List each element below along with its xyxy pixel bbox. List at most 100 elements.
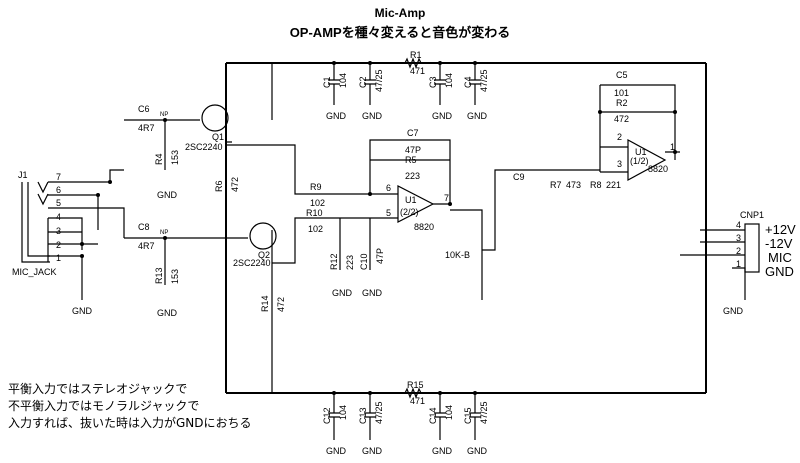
gnd-label: GND — [362, 288, 383, 298]
gnd-label: GND — [467, 111, 488, 121]
c8-ref: C8 — [138, 222, 150, 232]
jack-pin: 3 — [56, 226, 61, 236]
gnd-label: GND — [332, 288, 353, 298]
c12-ref: C12 — [322, 407, 332, 424]
c4-value: 47/25 — [479, 69, 489, 92]
c7-ref: C7 — [407, 128, 419, 138]
pin-label: 5 — [386, 208, 391, 218]
gnd-label: GND — [157, 190, 178, 200]
r13-value: 153 — [170, 269, 180, 284]
connector-pin: 1 — [736, 259, 741, 269]
r4-value: 153 — [170, 150, 180, 165]
gnd-label: GND — [723, 306, 744, 316]
r4-ref: R4 — [154, 153, 164, 165]
c1-value: 104 — [338, 73, 348, 88]
c3-value: 104 — [444, 73, 454, 88]
pin-label: 6 — [386, 183, 391, 193]
c15-ref: C15 — [463, 407, 473, 424]
pot-value: 10K-B — [445, 250, 470, 260]
top-supply-filter: R1 471 C1 104 C2 47/25 C3 104 C4 47/25 G… — [322, 50, 489, 121]
r6-value: 472 — [230, 177, 240, 192]
jack-pin: 7 — [56, 172, 61, 182]
connector-pin: 2 — [736, 246, 741, 256]
c7-value: 47P — [405, 145, 421, 155]
gnd-label: GND — [326, 446, 347, 456]
r8-ref: R8 — [590, 180, 602, 190]
cnp1-ref: CNP1 — [740, 210, 764, 220]
r2-ref: R2 — [616, 98, 628, 108]
c13-value: 47/25 — [374, 401, 384, 424]
jack-pin: 1 — [56, 253, 61, 263]
q1-part: 2SC2240 — [185, 142, 223, 152]
input-stage: C6 4R7 NP C8 4R7 NP R4 153 R13 153 GND G… — [124, 104, 330, 318]
c14-ref: C14 — [428, 407, 438, 424]
minus-12v-label: -12V — [765, 236, 793, 251]
u1b-part: 8820 — [414, 222, 434, 232]
pin-label: 1 — [670, 142, 675, 152]
mic-jack: J1 7 6 5 4 3 2 1 MIC_JACK GND — [12, 169, 125, 316]
r12-ref: R12 — [329, 253, 339, 270]
jack-pin: 5 — [56, 198, 61, 208]
gnd-label: GND — [326, 111, 347, 121]
r9-ref: R9 — [310, 182, 322, 192]
r5-ref: R5 — [405, 155, 417, 165]
q1-ref: Q1 — [212, 132, 224, 142]
u1b-unit: (2/2) — [400, 207, 419, 217]
r10-ref: R10 — [306, 208, 323, 218]
r13-ref: R13 — [154, 267, 164, 284]
q2-ref: Q2 — [258, 250, 270, 260]
gnd-label: GND — [432, 111, 453, 121]
note-line-2: 不平衡入力ではモノラルジャックで — [8, 399, 200, 413]
c5-ref: C5 — [616, 70, 628, 80]
opamp-stage-2: C5 101 R2 472 2 3 1 U1 (1/2) 8820 C9 R7 … — [513, 70, 680, 190]
r10-value: 102 — [308, 224, 323, 234]
c5-value: 101 — [614, 88, 629, 98]
note-line-1: 平衡入力ではステレオジャックで — [8, 382, 188, 396]
r8-value: 221 — [606, 180, 621, 190]
schematic-subtitle: OP-AMPを種々変えると音色が変わる — [289, 25, 511, 40]
bottom-supply-filter: R15 471 C12 104 C13 47/25 C14 104 C15 47… — [322, 380, 489, 456]
connector-pin: 3 — [736, 233, 741, 243]
r1-symbol — [404, 57, 422, 69]
pin-label: 2 — [617, 132, 622, 142]
r12-value: 223 — [345, 255, 355, 270]
power-connector: CNP1 4 3 2 1 +12V -12V MIC GND GND — [680, 210, 796, 316]
jack-name: MIC_JACK — [12, 267, 57, 277]
pin-label: 3 — [617, 159, 622, 169]
r7-ref: R7 — [550, 180, 562, 190]
c10-ref: C10 — [359, 253, 369, 270]
c2-ref: C2 — [358, 76, 368, 88]
r15-value: 471 — [410, 396, 425, 406]
u1a-ref: U1 — [635, 147, 647, 157]
jack-pin: 6 — [56, 185, 61, 195]
c10-value: 47P — [375, 248, 385, 264]
r7-value: 473 — [566, 180, 581, 190]
c8-value: 4R7 — [138, 241, 155, 251]
r14-value: 472 — [276, 297, 286, 312]
schematic-title: Mic-Amp — [374, 6, 426, 20]
r15-ref: R15 — [407, 380, 424, 390]
note-line-3: 入力すれば、抜いた時は入力がGNDにおちる — [8, 416, 252, 430]
gnd-label: GND — [467, 446, 488, 456]
c3-ref: C3 — [428, 76, 438, 88]
r2-value: 472 — [614, 114, 629, 124]
j1-ref: J1 — [18, 170, 28, 180]
c6-ref: C6 — [138, 104, 150, 114]
r14-ref: R14 — [260, 295, 270, 312]
plus-12v-label: +12V — [765, 222, 796, 237]
gnd-label: GND — [157, 308, 178, 318]
c8-np: NP — [160, 230, 168, 236]
mic-label: MIC — [768, 250, 792, 265]
r1-value: 471 — [410, 66, 425, 76]
gnd-label: GND — [362, 111, 383, 121]
r1-ref: R1 — [410, 50, 422, 60]
opamp-stage-1: R9 102 R10 102 C7 47P R5 223 6 5 7 U1 (2… — [306, 128, 600, 300]
gnd-label: GND — [72, 306, 93, 316]
q1-symbol — [201, 104, 229, 132]
gnd-label: GND — [362, 446, 383, 456]
connector-pin: 4 — [736, 220, 741, 230]
jack-pin: 2 — [56, 240, 61, 250]
q2-symbol — [249, 222, 277, 250]
gnd-power-label: GND — [765, 264, 794, 279]
c6-np: NP — [160, 112, 168, 118]
